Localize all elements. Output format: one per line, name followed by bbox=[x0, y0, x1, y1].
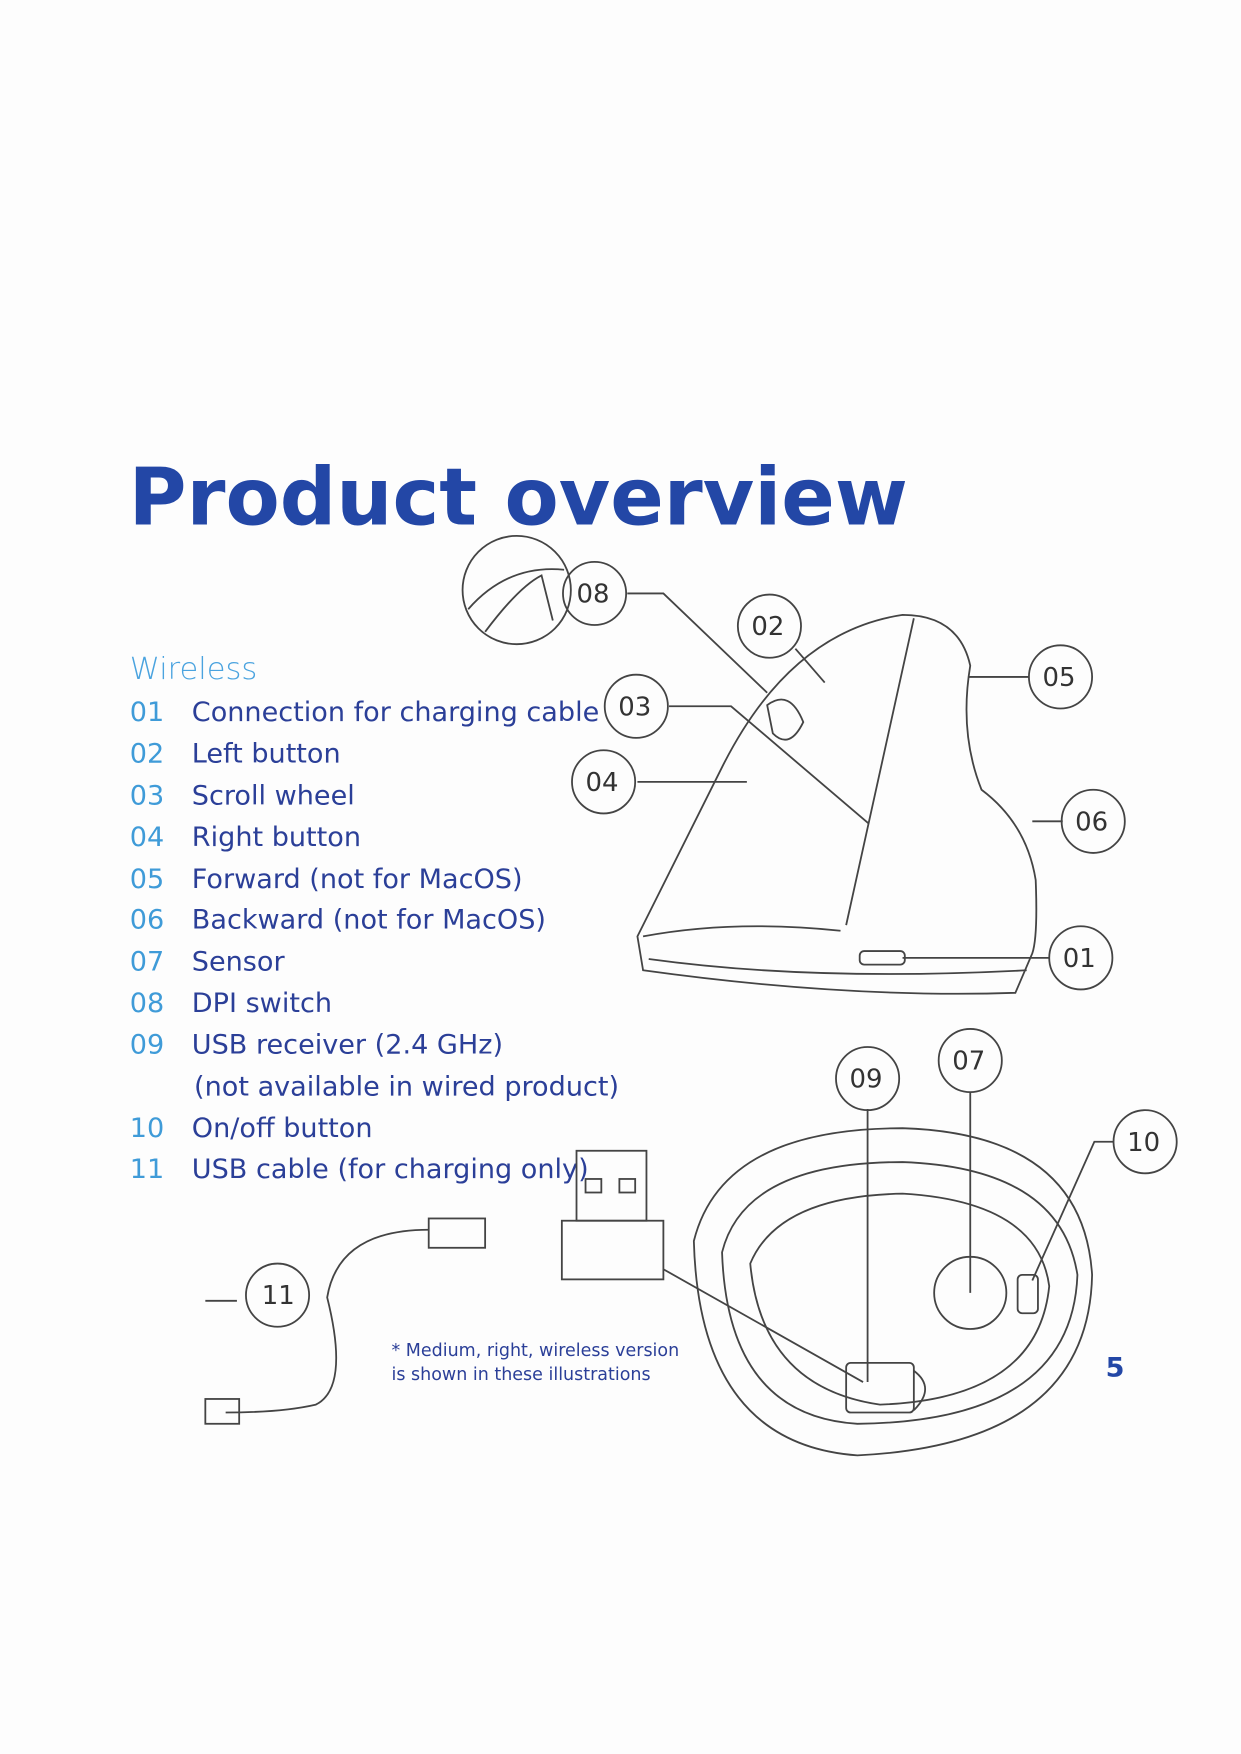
svg-text:06: 06 bbox=[1075, 807, 1108, 837]
item-label: USB cable (for charging only) bbox=[191, 1153, 589, 1185]
note-line-2: is shown in these illustrations bbox=[391, 1363, 651, 1385]
item-number: 11 bbox=[129, 1153, 165, 1185]
list-item: 01 Connection for charging cable bbox=[130, 696, 600, 728]
item-label: Connection for charging cable bbox=[191, 696, 600, 728]
svg-text:11: 11 bbox=[262, 1281, 295, 1311]
list-item: 07 Sensor bbox=[130, 945, 285, 977]
dpi-detail-icon bbox=[461, 534, 572, 646]
svg-text:07: 07 bbox=[952, 1047, 985, 1077]
note-line-1: * Medium, right, wireless version bbox=[391, 1340, 680, 1361]
item-label: Scroll wheel bbox=[191, 779, 355, 812]
list-item: 08 DPI switch bbox=[130, 987, 332, 1019]
mouse-bottom-illustration bbox=[692, 1127, 1094, 1457]
leader-lines-bottom bbox=[662, 1092, 1114, 1383]
svg-text:03: 03 bbox=[618, 692, 651, 722]
item-number: 01 bbox=[129, 696, 165, 728]
svg-text:05: 05 bbox=[1042, 663, 1075, 693]
list-item: 05 Forward (not for MacOS) bbox=[130, 863, 523, 895]
mouse-side-illustration bbox=[636, 613, 1038, 995]
item-label: On/off button bbox=[191, 1112, 373, 1144]
list-item: 11 USB cable (for charging only) bbox=[130, 1153, 589, 1185]
item-number: 08 bbox=[129, 987, 165, 1019]
item-label: DPI switch bbox=[191, 987, 333, 1019]
page-number: 5 bbox=[1105, 1351, 1125, 1384]
svg-text:08: 08 bbox=[577, 579, 610, 609]
svg-text:02: 02 bbox=[751, 612, 784, 642]
svg-text:01: 01 bbox=[1063, 944, 1096, 974]
usb-cable-illustration bbox=[204, 1217, 487, 1425]
item-label: Backward (not for MacOS) bbox=[191, 903, 546, 936]
item-label: Forward (not for MacOS) bbox=[191, 863, 523, 895]
svg-text:10: 10 bbox=[1127, 1128, 1160, 1158]
svg-text:09: 09 bbox=[850, 1065, 883, 1095]
callout-labels: 08 02 03 04 05 06 01 09 07 10 11 bbox=[245, 560, 1178, 1328]
item-number: 06 bbox=[129, 903, 165, 936]
item-number: 05 bbox=[129, 863, 165, 895]
illustration-note: * Medium, right, wireless version is sho… bbox=[391, 1339, 679, 1386]
leader-lines-side bbox=[627, 592, 1063, 959]
item-number: 07 bbox=[129, 945, 165, 978]
list-item: 09 USB receiver (2.4 GHz) bbox=[130, 1029, 503, 1061]
list-item: 02 Left button bbox=[130, 738, 341, 770]
list-item: 03 Scroll wheel bbox=[130, 780, 355, 812]
item-label: USB receiver (2.4 GHz) bbox=[191, 1028, 504, 1061]
list-item: 04 Right button bbox=[130, 821, 361, 853]
item-number: 09 bbox=[129, 1028, 165, 1061]
item-label: Left button bbox=[191, 737, 341, 770]
item-number: 03 bbox=[129, 779, 165, 812]
list-item: 06 Backward (not for MacOS) bbox=[130, 904, 546, 936]
item-number: 10 bbox=[129, 1112, 165, 1144]
svg-text:04: 04 bbox=[586, 768, 619, 798]
item-number: 04 bbox=[129, 821, 165, 853]
item-label-continuation: (not available in wired product) bbox=[194, 1070, 620, 1103]
page-title: Product overview bbox=[128, 451, 908, 544]
section-heading: Wireless bbox=[129, 652, 258, 688]
item-label: Sensor bbox=[191, 945, 285, 978]
item-number: 02 bbox=[129, 737, 165, 770]
usb-receiver-illustration bbox=[560, 1149, 665, 1281]
item-label: Right button bbox=[191, 821, 362, 853]
list-item: 10 On/off button bbox=[130, 1112, 373, 1144]
